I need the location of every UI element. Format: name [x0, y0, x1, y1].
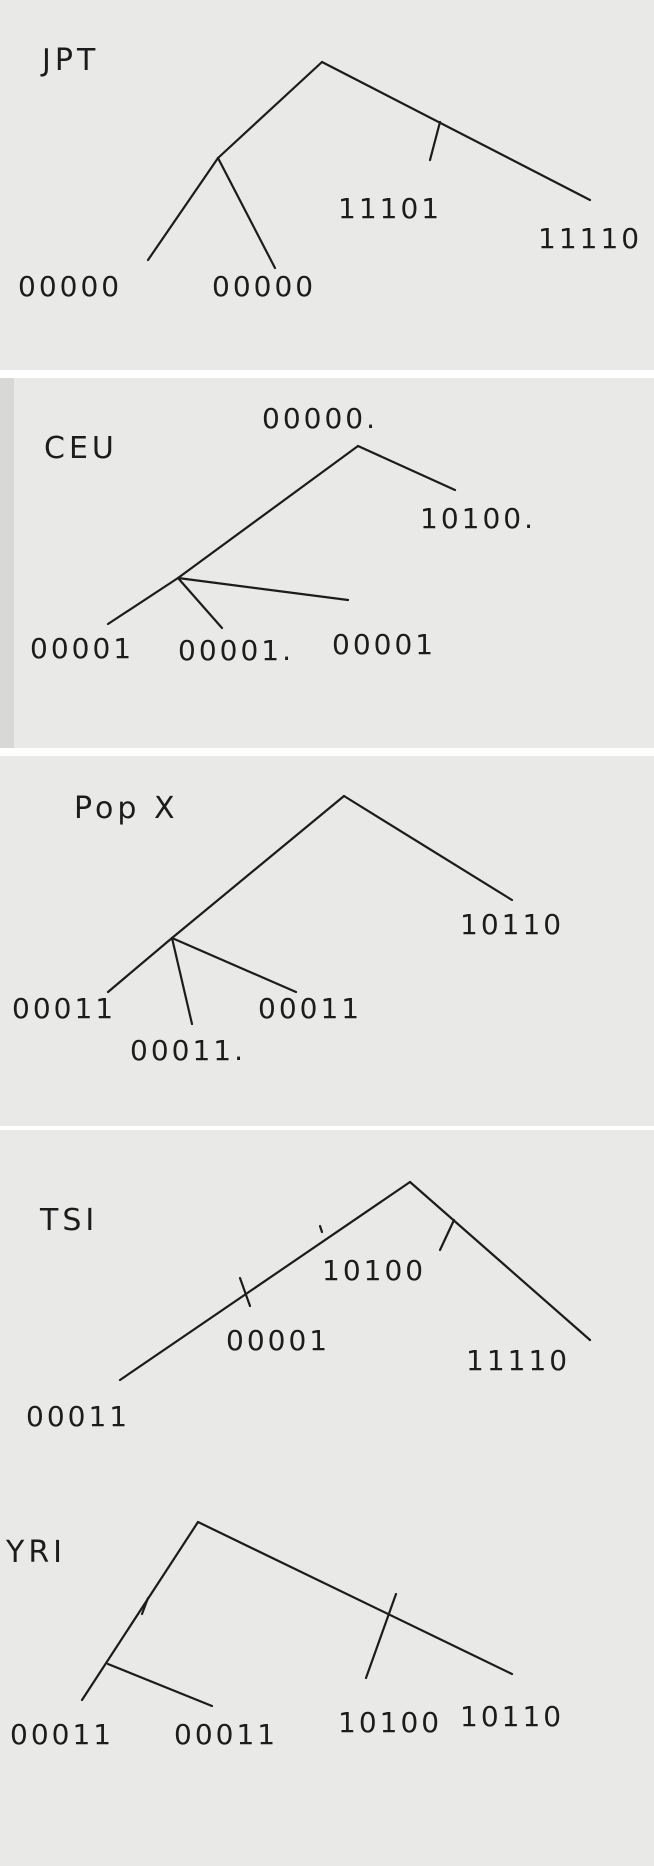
tree-edges	[106, 444, 457, 630]
leaf-label: 00001	[30, 632, 134, 665]
tree-panel-ceu: CEU 00000. 10100. 00001 00001. 00001	[0, 378, 654, 748]
leaf-label: 00011	[10, 1718, 114, 1751]
edge	[118, 1180, 412, 1382]
leaf-label: 10100	[338, 1706, 442, 1739]
tree-panel-jpt: JPT 00000 00000 11101 11110	[0, 0, 654, 370]
leaf-label: 00011	[258, 992, 362, 1025]
leaf-label: 10100	[322, 1254, 426, 1287]
tree-panel-tsi: TSI 10100 00001 11110 00011	[0, 1130, 654, 1500]
edge	[216, 156, 277, 270]
leaf-label: 00001.	[178, 634, 294, 667]
paper-background	[0, 1496, 654, 1866]
edge	[176, 576, 350, 602]
leaf-label: 00001	[332, 628, 436, 661]
edge	[140, 1596, 150, 1616]
leaf-label: 11110	[538, 222, 642, 255]
tree-diagram-tsi: TSI 10100 00001 11110 00011	[0, 1130, 654, 1500]
tree-edges	[146, 60, 592, 270]
tree-diagram-ceu: CEU 00000. 10100. 00001 00001. 00001	[0, 378, 654, 748]
edge	[170, 794, 346, 940]
edge	[438, 1218, 456, 1252]
edge	[356, 444, 457, 492]
leaf-label: 10110	[460, 1700, 564, 1733]
paper-background	[0, 0, 654, 370]
leaf-label: 00011	[26, 1400, 130, 1433]
population-title: YRI	[5, 1535, 66, 1570]
tree-edges	[80, 1520, 514, 1708]
tree-diagram-jpt: JPT 00000 00000 11101 11110	[0, 0, 654, 370]
population-title: CEU	[44, 431, 118, 466]
edge	[408, 1180, 592, 1342]
edge	[106, 1662, 214, 1708]
edge	[318, 1224, 324, 1234]
leaf-label: 10110	[460, 908, 564, 941]
tree-panel-yri: YRI 00011 00011 10100 10110	[0, 1496, 654, 1866]
edge	[176, 576, 224, 630]
edge	[342, 794, 514, 902]
tree-diagram-yri: YRI 00011 00011 10100 10110	[0, 1496, 654, 1866]
leaf-label: 00011	[12, 992, 116, 1025]
leaf-label: 11110	[466, 1344, 570, 1377]
tree-panel-popx: Pop X 10110 00011 00011 00011.	[0, 756, 654, 1126]
leaf-label: 00001	[226, 1324, 330, 1357]
population-title: JPT	[40, 43, 99, 78]
edge	[80, 1520, 200, 1702]
leaf-label: 00000	[18, 270, 122, 303]
leaf-label: 11101	[338, 192, 442, 225]
paper-background	[0, 1130, 654, 1500]
tree-edges	[118, 1180, 592, 1382]
edge	[428, 120, 442, 162]
paper-background	[0, 378, 654, 748]
edge	[106, 936, 174, 994]
edge	[196, 1520, 514, 1676]
tree-edges	[106, 794, 514, 1026]
edge	[364, 1592, 398, 1680]
edge	[170, 936, 194, 1026]
edge	[106, 576, 180, 626]
leaf-label: 00011.	[130, 1034, 246, 1067]
edge	[170, 936, 298, 994]
tree-diagram-popx: Pop X 10110 00011 00011 00011.	[0, 756, 654, 1126]
paper-edge-shadow	[0, 378, 14, 748]
edge	[146, 156, 220, 262]
edge	[238, 1276, 252, 1308]
edge	[176, 444, 360, 580]
leaf-label: 00011	[174, 1718, 278, 1751]
population-title: TSI	[39, 1203, 98, 1238]
edge	[320, 60, 592, 202]
edge	[216, 60, 324, 160]
paper-background	[0, 756, 654, 1126]
root-label: 00000.	[262, 402, 378, 435]
leaf-label: 00000	[212, 270, 316, 303]
leaf-label: 10100.	[420, 502, 536, 535]
population-title: Pop X	[74, 791, 179, 826]
